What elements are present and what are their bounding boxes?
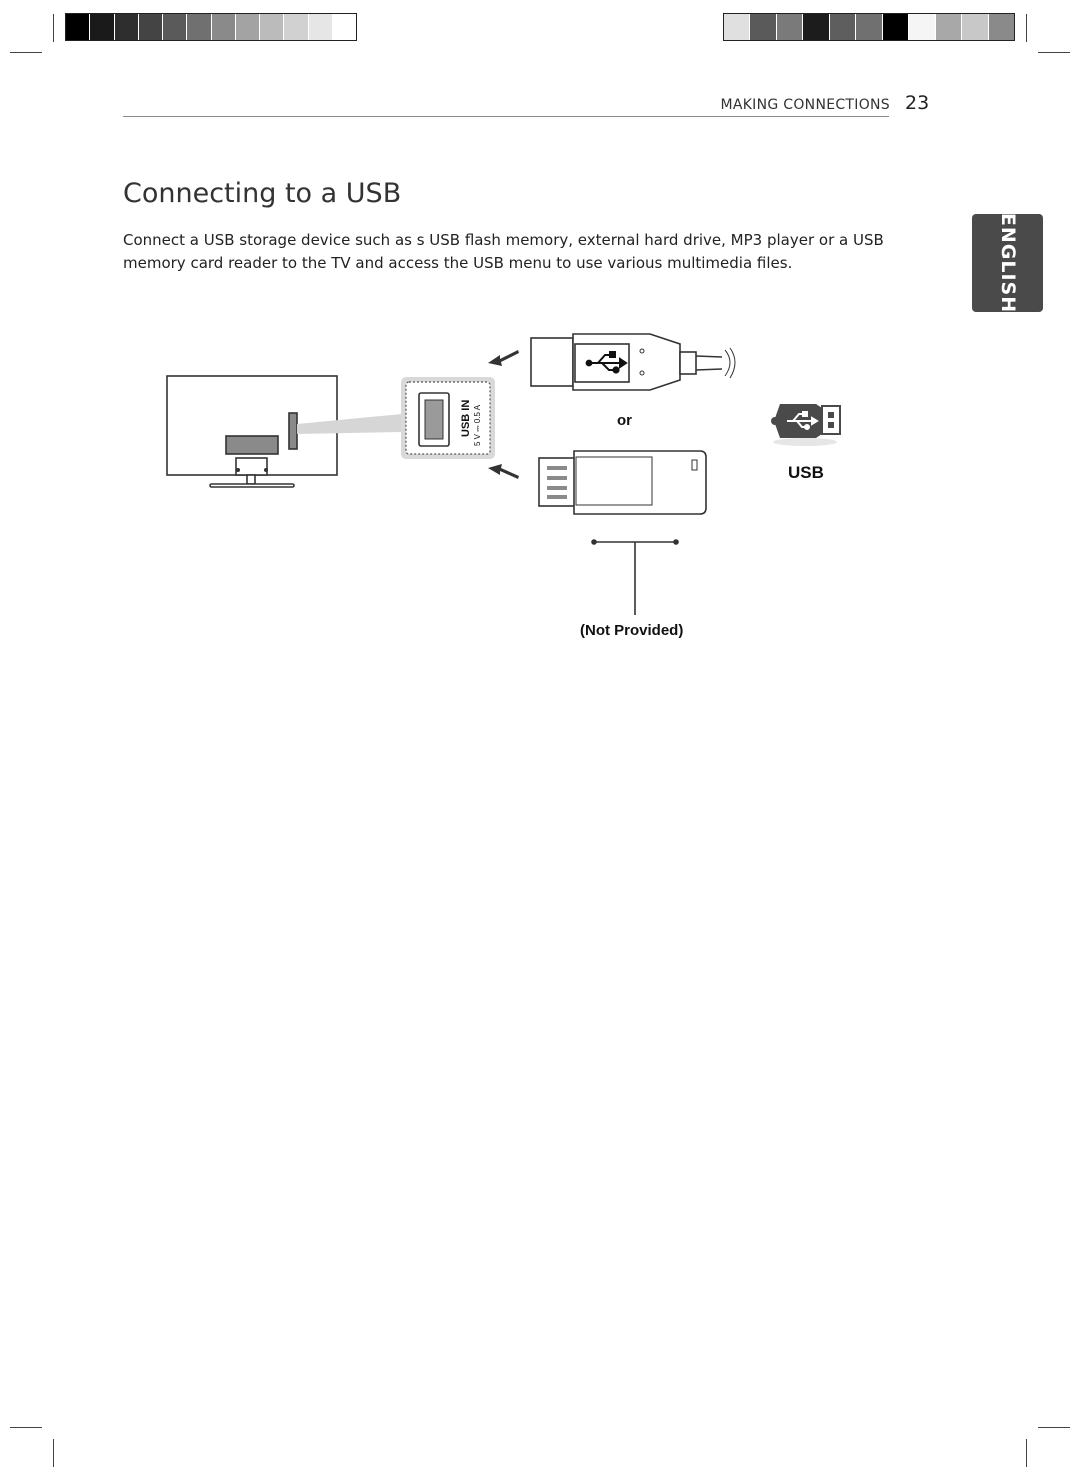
calibration-swatch: [829, 14, 857, 40]
calibration-swatch: [856, 14, 883, 40]
calibration-swatch: [308, 14, 333, 40]
page-title: Connecting to a USB: [123, 178, 402, 209]
calibration-swatch: [138, 14, 163, 40]
calibration-swatch: [803, 14, 830, 40]
page-number: 23: [905, 92, 930, 114]
crop-mark: [10, 52, 42, 53]
calibration-swatch: [284, 14, 309, 40]
calibration-swatch: [211, 14, 236, 40]
usb-label: USB: [788, 463, 824, 482]
section-label: MAKING CONNECTIONS: [720, 97, 890, 113]
language-tab-label: ENGLISH: [996, 212, 1019, 314]
calibration-swatch: [90, 14, 115, 40]
calibration-swatch: [187, 14, 212, 40]
crop-mark: [53, 14, 54, 42]
usb-stick-icon: [771, 404, 841, 446]
crop-mark: [53, 1439, 54, 1467]
usb-connection-diagram: USB IN 5 V ⎓ 0.5 A or USB (Not Provided): [150, 320, 870, 660]
crop-mark: [10, 1427, 42, 1428]
calibration-swatch: [260, 14, 285, 40]
diagram-drawing: [166, 333, 841, 615]
calibration-swatch: [962, 14, 989, 40]
usb-flash-drive-icon: [538, 450, 707, 515]
not-provided-label: (Not Provided): [580, 622, 684, 639]
language-tab: ENGLISH: [972, 212, 1043, 314]
usb-trident-icon: [585, 351, 628, 374]
crop-mark: [1026, 14, 1027, 42]
arrow-to-port: [488, 350, 519, 479]
calibration-swatch: [235, 14, 260, 40]
crop-mark: [1038, 52, 1070, 53]
crop-mark: [1038, 1427, 1070, 1428]
calibration-swatch: [750, 14, 777, 40]
calibration-swatch: [882, 14, 910, 40]
calibration-swatch: [935, 14, 963, 40]
calibration-bar-right: [723, 13, 1015, 41]
or-label: or: [617, 412, 632, 429]
usb-port-label: USB IN: [460, 399, 472, 437]
calibration-swatch: [332, 14, 356, 40]
usb-cable-plug-icon: [530, 333, 736, 391]
calibration-swatch: [66, 14, 91, 40]
calibration-swatch: [724, 14, 751, 40]
calibration-swatch: [988, 14, 1014, 40]
calibration-swatch: [114, 14, 139, 40]
calibration-swatch: [163, 14, 188, 40]
intro-paragraph: Connect a USB storage device such as s U…: [123, 231, 884, 272]
calibration-swatch: [909, 14, 936, 40]
calibration-bar-left: [65, 13, 357, 41]
not-provided-bracket: [591, 539, 679, 615]
usb-port-icon: [401, 377, 495, 459]
calibration-swatch: [776, 14, 804, 40]
usb-port-rating: 5 V ⎓ 0.5 A: [473, 404, 482, 446]
header-rule: [123, 116, 889, 117]
crop-mark: [1026, 1439, 1027, 1467]
zoom-beam: [297, 414, 402, 434]
